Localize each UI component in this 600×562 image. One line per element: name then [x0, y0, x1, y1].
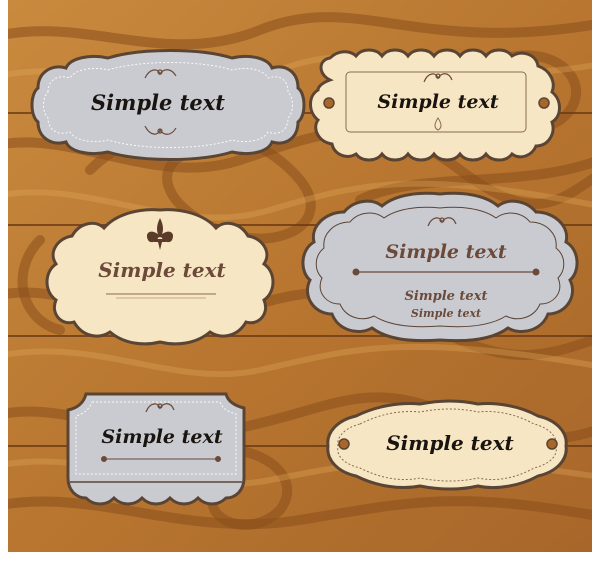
label-cream-oval-bottom-right: Simple text [326, 399, 568, 491]
divider-ornament [101, 456, 221, 462]
swirl-ornament-icon [144, 69, 177, 135]
label-cream-cloud-mid-left: Simple text [45, 208, 275, 346]
label-line-2: Simple text [411, 307, 481, 320]
swirl-ornament-icon [145, 403, 175, 413]
divider-ornament [352, 268, 540, 276]
drop-ornament-icon [434, 117, 442, 131]
label-gray-cloud-top-left: Simple text [30, 49, 306, 161]
label-cream-scallop-top-right: Simple text [309, 48, 561, 162]
label-title: Simple text [385, 241, 506, 263]
label-text: Simple text [91, 90, 225, 115]
hanging-hole-icon [338, 438, 350, 450]
swirl-ornament-icon [423, 73, 453, 83]
fleur-de-lis-icon [146, 218, 174, 250]
label-gray-banner-bottom-left: Simple text [66, 392, 246, 506]
label-gray-cloud-mid-right: Simple text Simple text Simple text [301, 191, 579, 343]
label-text: Simple text [98, 258, 226, 282]
label-text: Simple text [377, 91, 498, 113]
label-line-1: Simple text [405, 289, 488, 304]
hanging-hole-icon [546, 438, 558, 450]
label-text: Simple text [386, 431, 514, 455]
hanging-hole-icon [323, 97, 335, 109]
hanging-hole-icon [538, 97, 550, 109]
swirl-ornament-icon [427, 217, 457, 227]
label-text: Simple text [101, 426, 222, 448]
